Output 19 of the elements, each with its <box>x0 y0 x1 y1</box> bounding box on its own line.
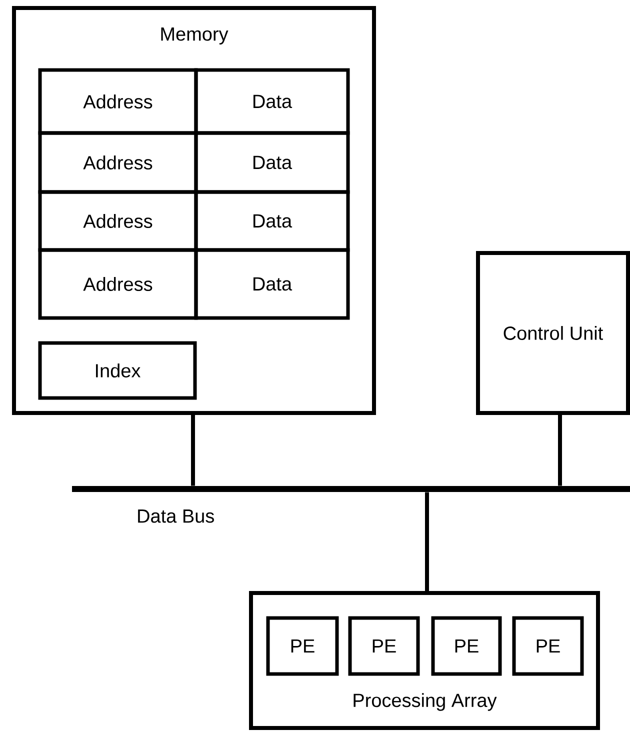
table-cell: Data <box>194 68 350 135</box>
table-cell: Address <box>38 190 198 252</box>
index-box: Index <box>38 341 197 400</box>
table-cell: Address <box>38 68 198 135</box>
table-cell: Data <box>194 131 350 194</box>
table-cell: Data <box>194 248 350 320</box>
connector-line <box>191 415 195 486</box>
data-bus <box>72 486 630 492</box>
bus-label: Data Bus <box>138 510 214 523</box>
pe-box: PE <box>512 616 584 676</box>
pe-box: PE <box>431 616 502 676</box>
pe-box: PE <box>266 616 339 676</box>
control-unit-box: Control Unit <box>476 251 630 415</box>
table-cell: Address <box>38 248 198 320</box>
connector-line <box>425 492 429 591</box>
table-cell: Address <box>38 131 198 194</box>
pe-box: PE <box>348 616 420 676</box>
table-cell: Data <box>194 190 350 252</box>
connector-line <box>558 415 562 486</box>
